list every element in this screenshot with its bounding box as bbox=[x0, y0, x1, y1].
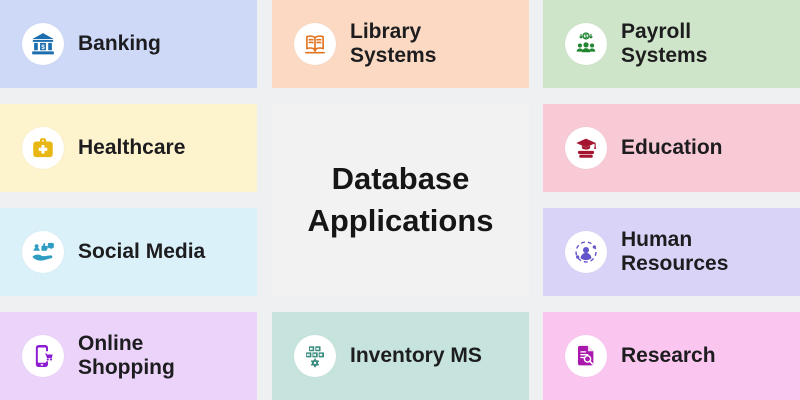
social-hand-icon bbox=[22, 231, 64, 273]
card-label-library: Library Systems bbox=[350, 19, 437, 67]
crates-gear-icon bbox=[294, 335, 336, 377]
svg-text:$: $ bbox=[584, 34, 587, 40]
card-label-payroll: Payroll Systems bbox=[621, 19, 708, 67]
card-social-media: Social Media bbox=[0, 208, 257, 296]
card-library-systems: Library Systems bbox=[272, 0, 529, 88]
center-title-panel: Database Applications bbox=[272, 104, 529, 296]
card-label-inventory: Inventory MS bbox=[350, 343, 482, 367]
card-label-education: Education bbox=[621, 135, 723, 159]
card-inventory-ms: Inventory MS bbox=[272, 312, 529, 400]
first-aid-kit-icon bbox=[22, 127, 64, 169]
mobile-cart-icon bbox=[22, 335, 64, 377]
card-label-research: Research bbox=[621, 343, 716, 367]
card-label-healthcare: Healthcare bbox=[78, 135, 186, 159]
graduation-cap-icon bbox=[565, 127, 607, 169]
payroll-people-icon: $ bbox=[565, 23, 607, 65]
card-online-shopping: Online Shopping bbox=[0, 312, 257, 400]
card-payroll-systems: $ Payroll Systems bbox=[543, 0, 800, 88]
document-search-icon bbox=[565, 335, 607, 377]
card-label-hr: Human Resources bbox=[621, 227, 729, 275]
page-title: Database Applications bbox=[307, 161, 494, 238]
card-banking: $ Banking bbox=[0, 0, 257, 88]
card-research: Research bbox=[543, 312, 800, 400]
card-healthcare: Healthcare bbox=[0, 104, 257, 192]
card-label-shopping: Online Shopping bbox=[78, 331, 175, 379]
card-label-social: Social Media bbox=[78, 239, 206, 263]
card-label-banking: Banking bbox=[78, 31, 161, 55]
open-book-icon bbox=[294, 23, 336, 65]
person-network-icon bbox=[565, 231, 607, 273]
bank-icon: $ bbox=[22, 23, 64, 65]
card-education: Education bbox=[543, 104, 800, 192]
card-human-resources: Human Resources bbox=[543, 208, 800, 296]
svg-text:$: $ bbox=[41, 45, 45, 51]
